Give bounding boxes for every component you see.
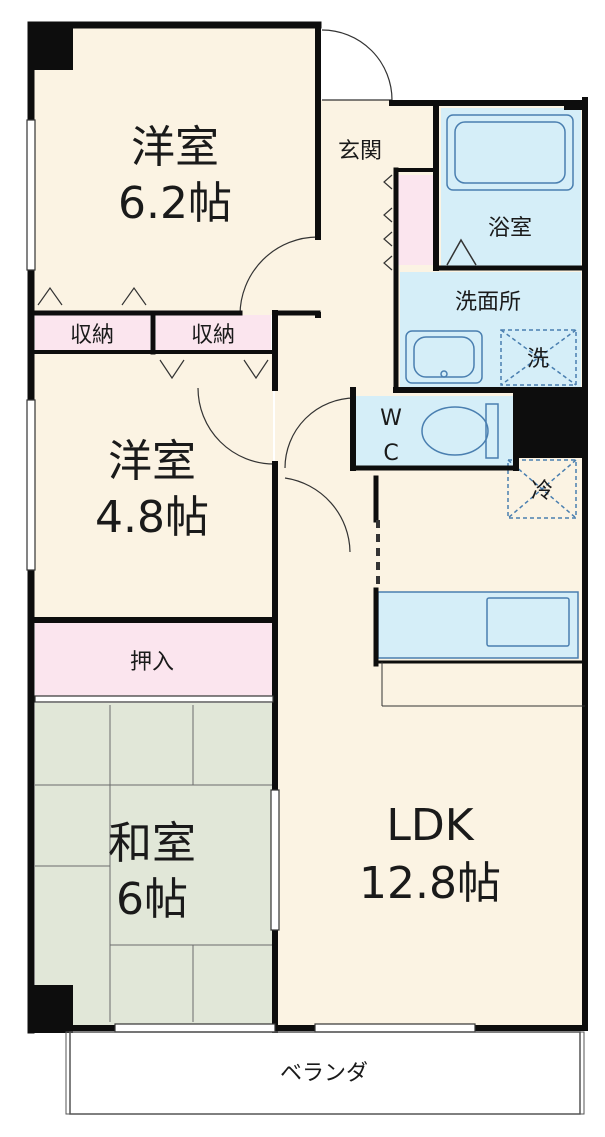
room-labels: 洋室 6.2帖 洋室 4.8帖 和室 6帖 LDK 12.8帖 玄関 浴室 洗面… — [70, 122, 553, 1086]
window-japanese — [270, 789, 280, 931]
japanese-room-size: 6帖 — [116, 874, 188, 925]
toilet-label-w: W — [380, 406, 402, 431]
front-door-swing — [321, 29, 393, 101]
toilet-door-swing — [284, 397, 356, 469]
entrance-label: 玄関 — [338, 139, 382, 164]
futon-closet-floor — [35, 623, 273, 698]
fixtures — [405, 114, 577, 647]
refrigerator-label: 冷 — [531, 479, 553, 504]
windows — [26, 119, 476, 1033]
door-swings — [197, 29, 393, 553]
western-room-large-floor — [28, 25, 318, 315]
window-balcony-2 — [314, 1023, 476, 1033]
ldk-name: LDK — [386, 800, 474, 851]
wall-blocks — [28, 22, 588, 1033]
tatami-lines — [35, 705, 273, 1022]
closet-1-floor — [35, 315, 150, 350]
closet-door-marks — [37, 174, 393, 380]
washing-machine-label: 洗 — [527, 347, 549, 372]
floor-fills — [28, 25, 585, 1030]
shoe-cabinet-floor — [398, 175, 436, 265]
western-room-small-size: 4.8帖 — [95, 492, 209, 543]
toilet-tank — [485, 403, 499, 459]
bathroom-floor — [441, 108, 581, 266]
bathtub — [446, 114, 574, 191]
western-room-large-size: 6.2帖 — [118, 178, 232, 229]
western-room-small-floor — [28, 350, 273, 618]
washroom-label: 洗面所 — [455, 290, 521, 315]
window-room1 — [26, 119, 36, 271]
kitchen-sink — [486, 597, 570, 647]
japanese-room-name: 和室 — [108, 818, 196, 869]
washing-machine-pan — [500, 329, 577, 386]
futon-closet-label: 押入 — [130, 650, 174, 675]
closet-1-label: 収納 — [70, 323, 114, 348]
toilet-bowl — [421, 406, 489, 456]
window-room2 — [26, 399, 36, 571]
western-room-large-name: 洋室 — [131, 122, 219, 173]
room1-door-swing — [239, 236, 319, 316]
toilet-label-c: C — [383, 441, 398, 466]
japanese-room-floor — [35, 703, 273, 1025]
window-balcony-1 — [114, 1023, 276, 1033]
ldk-door-swing — [284, 477, 351, 553]
veranda-label: ベランダ — [280, 1061, 368, 1086]
sink — [405, 330, 483, 384]
window-room2-closet — [34, 695, 274, 703]
ldk-size: 12.8帖 — [359, 858, 501, 909]
closet-2-floor — [156, 315, 271, 350]
western-room-small-name: 洋室 — [108, 436, 196, 487]
closet-2-label: 収納 — [191, 323, 235, 348]
kitchen-counter — [377, 591, 579, 659]
bathroom-label: 浴室 — [488, 216, 532, 241]
room2-door-swing — [197, 387, 275, 465]
